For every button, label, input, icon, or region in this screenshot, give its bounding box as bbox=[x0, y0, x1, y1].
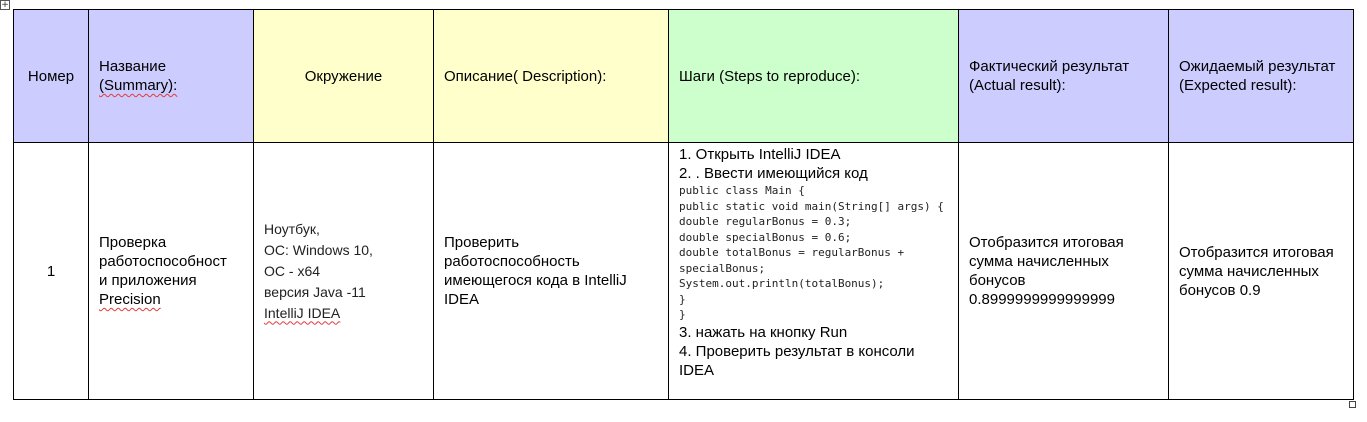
step-1: 1. Открыть IntelliJ IDEA bbox=[679, 146, 841, 163]
cell-expected-result[interactable]: Отобразится итоговая сумма начисленных б… bbox=[1168, 142, 1354, 400]
header-expected-result[interactable]: Ожидаемый результат (Expected result): bbox=[1168, 9, 1354, 143]
step-3: 3. нажать на кнопку Run bbox=[679, 323, 848, 341]
header-summary-label: Название bbox=[99, 58, 167, 75]
header-row: Номер Название (Summary): Окружение Опис… bbox=[13, 9, 1354, 143]
table-move-handle[interactable]: + bbox=[0, 0, 10, 10]
summary-line: Проверка bbox=[99, 234, 167, 251]
summary-line: Precision bbox=[99, 291, 161, 308]
bug-report-table: Номер Название (Summary): Окружение Опис… bbox=[13, 9, 1354, 400]
step-4: 4. Проверить результат в консоли IDEA bbox=[679, 342, 915, 379]
cell-actual-result[interactable]: Отобразится итоговая сумма начисленных б… bbox=[958, 142, 1169, 400]
cell-number[interactable]: 1 bbox=[13, 142, 89, 400]
header-actual-result[interactable]: Фактический результат (Actual result): bbox=[958, 9, 1169, 143]
env-line: Ноутбук, bbox=[264, 220, 320, 237]
header-number[interactable]: Номер bbox=[13, 9, 89, 143]
env-line: ОС: Windows 10, bbox=[264, 241, 373, 258]
cell-description[interactable]: Проверить работоспособность имеющегося к… bbox=[433, 142, 669, 400]
header-steps[interactable]: Шаги (Steps to reproduce): bbox=[668, 9, 959, 143]
cell-environment[interactable]: Ноутбук, ОС: Windows 10, ОС - x64 версия… bbox=[253, 142, 434, 400]
env-line: IntelliJ IDEA bbox=[264, 304, 341, 321]
step-2: 2. . Ввести имеющийся код bbox=[679, 165, 868, 182]
summary-line: и приложения bbox=[99, 272, 197, 289]
header-description[interactable]: Описание( Description): bbox=[433, 9, 669, 143]
summary-line: работоспособност bbox=[99, 253, 227, 270]
cell-steps[interactable]: 1. Открыть IntelliJ IDEA 2. . Ввести име… bbox=[668, 142, 959, 400]
table-row: 1 Проверка работоспособност и приложения… bbox=[13, 142, 1354, 400]
code-snippet: public class Main { public static void m… bbox=[679, 184, 944, 321]
table-resize-handle[interactable] bbox=[1349, 401, 1356, 408]
env-line: ОС - x64 bbox=[264, 262, 321, 279]
env-line: версия Java -11 bbox=[264, 283, 366, 300]
header-summary[interactable]: Название (Summary): bbox=[88, 9, 254, 143]
header-summary-en: (Summary): bbox=[99, 77, 178, 94]
cell-summary[interactable]: Проверка работоспособност и приложения P… bbox=[88, 142, 254, 400]
header-environment[interactable]: Окружение bbox=[253, 9, 434, 143]
